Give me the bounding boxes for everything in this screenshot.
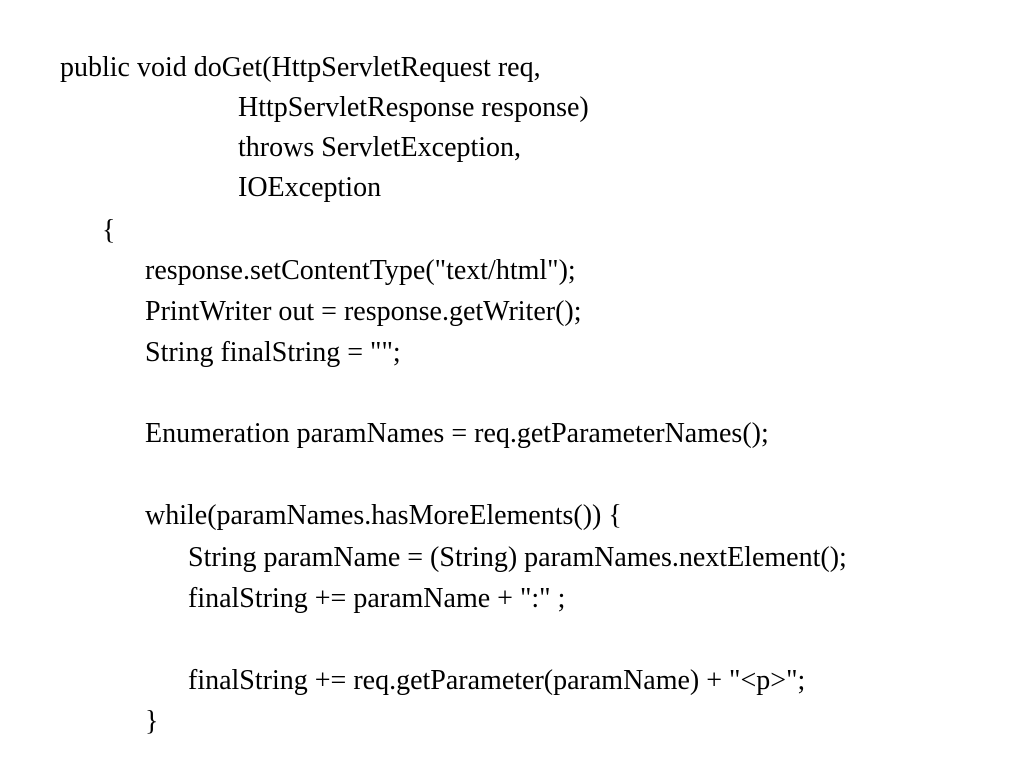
code-line-response-param: HttpServletResponse response) bbox=[238, 92, 589, 123]
code-line-append-name: finalString += paramName + ":" ; bbox=[188, 583, 566, 614]
code-line-while-loop: while(paramNames.hasMoreElements()) { bbox=[145, 500, 622, 531]
code-line-print-writer: PrintWriter out = response.getWriter(); bbox=[145, 296, 582, 327]
code-line-final-string: String finalString = ""; bbox=[145, 337, 401, 368]
code-line-method-signature: public void doGet(HttpServletRequest req… bbox=[60, 52, 541, 83]
code-line-set-content-type: response.setContentType("text/html"); bbox=[145, 255, 576, 286]
code-line-close-brace: } bbox=[145, 706, 159, 737]
code-line-ioexception: IOException bbox=[238, 172, 382, 203]
code-line-param-name: String paramName = (String) paramNames.n… bbox=[188, 542, 847, 573]
code-line-throws: throws ServletException, bbox=[238, 132, 522, 163]
code-line-open-brace: { bbox=[102, 215, 116, 246]
code-line-enumeration: Enumeration paramNames = req.getParamete… bbox=[145, 418, 769, 449]
code-line-append-value: finalString += req.getParameter(paramNam… bbox=[188, 665, 806, 696]
